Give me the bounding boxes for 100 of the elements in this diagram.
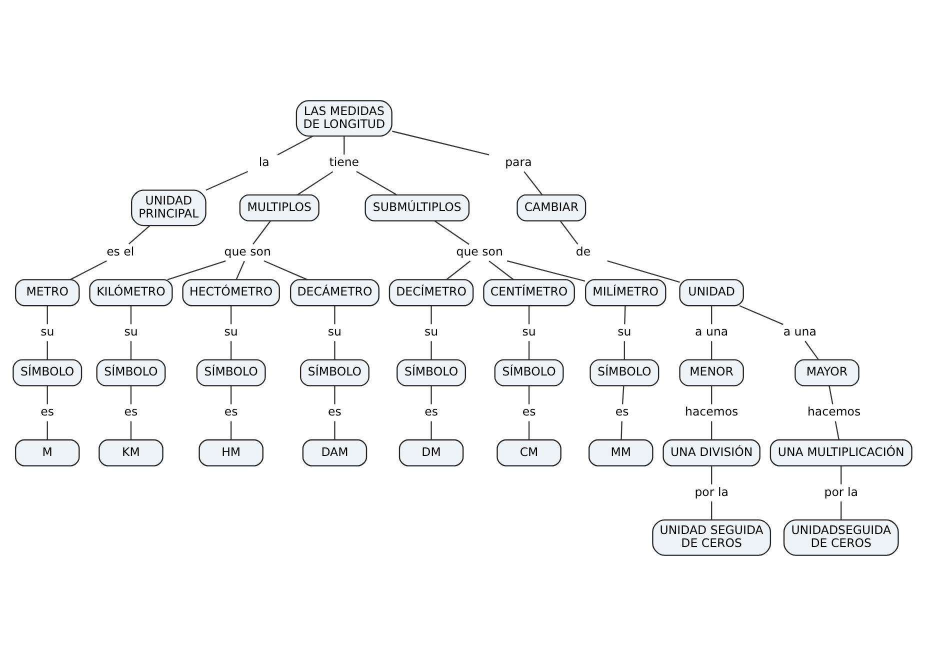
connector	[230, 385, 232, 404]
connector	[430, 385, 432, 404]
connector	[334, 420, 336, 440]
node-text: para	[505, 154, 532, 169]
connector	[430, 305, 432, 324]
node-box: MM	[588, 438, 654, 466]
connector	[46, 340, 48, 360]
node-box: DECÍMETRO	[388, 278, 474, 306]
node-box: HECTÓMETRO	[182, 278, 280, 306]
connector	[710, 420, 712, 440]
connector	[710, 340, 712, 360]
node-box: CM	[496, 438, 562, 466]
node-text: su	[224, 324, 238, 338]
connector	[710, 465, 712, 484]
node-box: UNA DIVISIÓN	[662, 438, 760, 466]
node-text: es	[522, 404, 536, 418]
connector	[804, 340, 819, 360]
connector	[624, 305, 626, 324]
node-text: por la	[824, 484, 858, 498]
node-box: SÍMBOLO	[494, 358, 564, 386]
connector	[236, 260, 245, 280]
connector	[834, 420, 840, 440]
node-text: de	[576, 244, 591, 258]
node-text: su	[522, 324, 536, 338]
connector	[624, 340, 626, 360]
node-text: por la	[694, 484, 728, 498]
connector	[130, 340, 132, 360]
node-text: su	[124, 324, 138, 338]
node-box: SÍMBOLO	[590, 358, 660, 386]
node-box: CAMBIAR	[516, 194, 586, 221]
connector	[840, 500, 842, 520]
node-box: SÍMBOLO	[300, 358, 370, 386]
connector	[46, 305, 48, 324]
node-box: METRO	[14, 278, 80, 306]
connector	[524, 170, 543, 195]
node-text: es	[328, 404, 342, 418]
connector	[506, 260, 586, 282]
connector	[230, 420, 232, 440]
node-text: es	[40, 404, 54, 418]
connector	[334, 340, 336, 360]
node-box: UNA MULTIPLICACIÓN	[770, 438, 912, 466]
connector	[334, 305, 336, 324]
connector	[356, 170, 397, 195]
connector	[528, 385, 530, 404]
node-text: su	[424, 324, 438, 338]
connector	[46, 385, 48, 404]
node-text: que son	[456, 244, 503, 258]
connector	[130, 385, 132, 404]
connector	[607, 260, 680, 282]
connector	[252, 220, 271, 244]
connector	[230, 305, 232, 324]
node-box: MILÍMETRO	[584, 278, 666, 306]
connector	[130, 305, 132, 324]
connector	[739, 304, 784, 324]
node-box: SÍMBOLO	[96, 358, 166, 386]
connector	[620, 420, 622, 440]
connector	[622, 385, 624, 404]
connector	[344, 136, 345, 154]
connector	[828, 385, 834, 404]
node-box: DM	[398, 438, 464, 466]
connector	[430, 340, 432, 360]
connector	[710, 305, 712, 324]
node-box: SÍMBOLO	[396, 358, 466, 386]
node-text: es el	[106, 244, 134, 258]
node-text: es	[615, 404, 629, 418]
connector	[130, 420, 132, 440]
node-text: hacemos	[807, 404, 861, 418]
connector	[430, 420, 432, 440]
node-box: KILÓMETRO	[89, 278, 173, 306]
connector	[230, 340, 232, 360]
connector	[392, 130, 490, 155]
connector	[446, 260, 471, 280]
connector	[528, 305, 530, 324]
node-box: CENTÍMETRO	[483, 278, 575, 306]
connector	[206, 170, 248, 190]
node-text: la	[258, 154, 270, 169]
connector	[434, 220, 470, 244]
node-text: que son	[224, 244, 271, 258]
connector	[128, 224, 150, 244]
node-box: DECÁMETRO	[290, 278, 380, 306]
node-box: MENOR	[679, 358, 744, 386]
node-box: M	[14, 438, 80, 466]
connector	[710, 385, 712, 404]
connector	[840, 465, 842, 484]
connector	[297, 170, 334, 195]
connector	[264, 260, 308, 280]
connector	[167, 260, 226, 280]
node-box: SÍMBOLO	[196, 358, 266, 386]
node-text: su	[40, 324, 54, 338]
node-text: tiene	[329, 154, 360, 169]
node-text: es	[224, 404, 238, 418]
connector	[528, 420, 530, 440]
node-box: UNIDAD PRINCIPAL	[130, 189, 206, 226]
node-box: MAYOR	[794, 358, 860, 386]
node-text: es	[424, 404, 438, 418]
node-box: UNIDAD SEGUIDA DE CEROS	[652, 518, 772, 556]
node-text: hacemos	[684, 404, 738, 418]
node-text: a una	[783, 324, 816, 338]
node-box: LAS MEDIDAS DE LONGITUD	[296, 100, 392, 136]
connector	[560, 220, 578, 244]
